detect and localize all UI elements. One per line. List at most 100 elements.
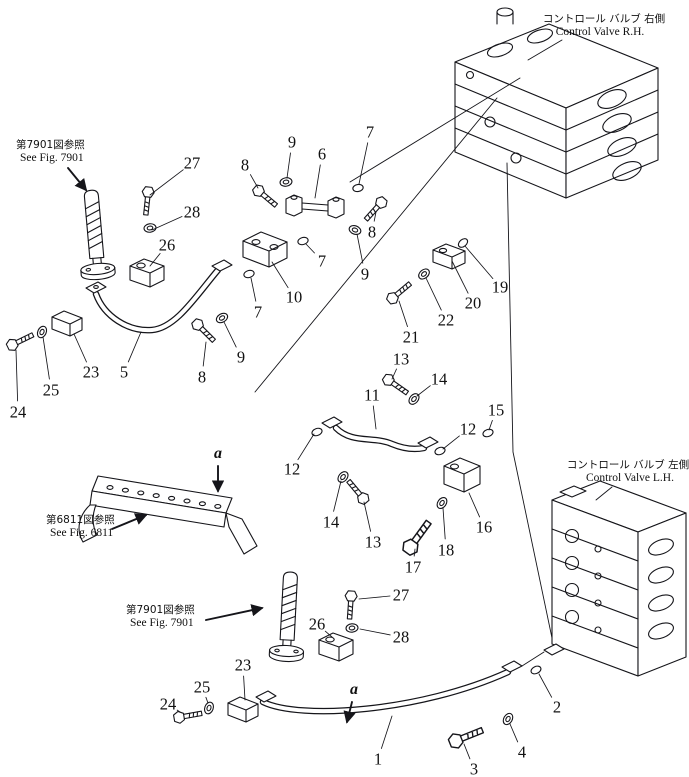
block-16 bbox=[443, 457, 481, 493]
tube-11 bbox=[321, 416, 439, 453]
bolt-8-right bbox=[360, 194, 390, 225]
part-callout-24: 24 bbox=[10, 403, 27, 422]
bolt-3 bbox=[446, 722, 486, 751]
washer-14-bottom bbox=[335, 469, 351, 485]
part-callout-19: 19 bbox=[492, 278, 509, 297]
washer-4 bbox=[500, 711, 516, 727]
leader-line bbox=[358, 595, 391, 600]
leader-line bbox=[442, 435, 460, 450]
leader-line bbox=[425, 277, 442, 311]
washer-25-top bbox=[35, 324, 49, 340]
leader-line bbox=[398, 300, 408, 328]
part-callout-12: 12 bbox=[284, 460, 301, 479]
leader-line bbox=[416, 385, 431, 397]
link-6 bbox=[285, 194, 345, 219]
valve-rh-label-en: Control Valve R.H. bbox=[556, 26, 645, 38]
clamp-26-bottom bbox=[318, 632, 354, 662]
leader-line bbox=[488, 419, 493, 431]
part-callout-12: 12 bbox=[460, 420, 477, 439]
leader-line bbox=[15, 349, 19, 402]
part-callout-3: 3 bbox=[470, 760, 478, 777]
part-callout-16: 16 bbox=[476, 518, 493, 537]
see-fig-7901-top-jp: 第7901図参照 bbox=[16, 138, 85, 151]
part-callout-9: 9 bbox=[288, 133, 296, 152]
part-callout-10: 10 bbox=[286, 288, 303, 307]
leader-line bbox=[127, 331, 142, 363]
reference-lines bbox=[254, 39, 613, 639]
washer-18 bbox=[434, 495, 450, 511]
ring-7-low bbox=[242, 268, 256, 280]
leader-line bbox=[363, 501, 372, 532]
leader-line bbox=[359, 628, 391, 636]
ring-19 bbox=[456, 236, 470, 250]
bolt-24-top bbox=[4, 328, 37, 354]
part-callouts: 2728269867897107192022219852325241314111… bbox=[10, 123, 561, 777]
part-callout-4: 4 bbox=[518, 743, 526, 762]
see-fig-6811-jp: 第6811図参照 bbox=[46, 513, 115, 526]
leader-line bbox=[205, 696, 209, 704]
bolt-13-top bbox=[380, 371, 412, 399]
bolt-8-bottom bbox=[189, 316, 219, 346]
valve-rh-label-jp: コントロール バルブ 右側 bbox=[543, 12, 665, 25]
part-callout-23: 23 bbox=[83, 363, 100, 382]
tube-5 bbox=[85, 259, 233, 334]
rod-1 bbox=[255, 651, 545, 715]
leader-line bbox=[372, 405, 377, 430]
part-callout-5: 5 bbox=[120, 363, 128, 382]
washer-28-bottom bbox=[345, 622, 359, 634]
part-callout-25: 25 bbox=[194, 678, 211, 697]
leader-line bbox=[333, 480, 342, 512]
block-23-bottom bbox=[227, 696, 259, 723]
ref-a-top: a bbox=[214, 445, 222, 462]
ring-15 bbox=[481, 427, 495, 439]
leader-line bbox=[149, 253, 161, 267]
leader-line bbox=[73, 333, 87, 363]
leader-line bbox=[223, 321, 237, 348]
see-fig-7901-top-arrow bbox=[67, 167, 88, 192]
part-callout-18: 18 bbox=[438, 541, 455, 560]
leader-line bbox=[176, 709, 181, 713]
block-10 bbox=[242, 231, 288, 268]
part-callout-27: 27 bbox=[184, 154, 201, 173]
part-callout-6: 6 bbox=[318, 145, 326, 164]
part-callout-17: 17 bbox=[405, 558, 422, 577]
leader-line bbox=[468, 492, 481, 518]
valve-lh-label-en: Control Valve L.H. bbox=[586, 472, 674, 484]
block-20 bbox=[432, 243, 466, 270]
leader-line bbox=[314, 164, 321, 199]
ref-a-btm: a bbox=[350, 681, 358, 698]
threaded-rod-bottom bbox=[268, 570, 309, 663]
leader-line bbox=[324, 630, 333, 638]
washer-28-top bbox=[142, 222, 158, 234]
bolt-17 bbox=[399, 516, 436, 559]
control-valve-lh bbox=[543, 480, 687, 677]
part-callout-28: 28 bbox=[184, 203, 201, 222]
part-callout-14: 14 bbox=[431, 370, 448, 389]
part-callout-26: 26 bbox=[159, 236, 176, 255]
leader-line bbox=[42, 336, 50, 380]
part-callout-8: 8 bbox=[241, 156, 249, 175]
part-callout-25: 25 bbox=[43, 381, 60, 400]
part-callout-23: 23 bbox=[235, 656, 252, 675]
bracket-6811 bbox=[78, 475, 258, 555]
part-callout-24: 24 bbox=[160, 695, 177, 714]
part-callout-27: 27 bbox=[393, 586, 410, 605]
bolt-13-bottom bbox=[343, 476, 372, 507]
part-callout-9: 9 bbox=[237, 348, 245, 367]
bolt-8-topleft bbox=[250, 182, 281, 211]
part-callout-13: 13 bbox=[365, 533, 382, 552]
ring-7-topright bbox=[351, 183, 365, 193]
part-callout-20: 20 bbox=[465, 294, 482, 313]
leader-line bbox=[297, 433, 315, 461]
leader-line bbox=[509, 723, 519, 743]
part-callout-26: 26 bbox=[309, 615, 326, 634]
washer-9-right bbox=[347, 223, 363, 237]
washer-14-top bbox=[406, 391, 422, 407]
leader-line bbox=[243, 675, 246, 701]
leader-line bbox=[391, 368, 397, 380]
washer-9-bottom bbox=[214, 310, 230, 326]
see-fig-6811-en: See Fig. 6811 bbox=[50, 527, 113, 539]
block-23-top bbox=[51, 310, 83, 337]
part-callout-2: 2 bbox=[553, 698, 561, 717]
